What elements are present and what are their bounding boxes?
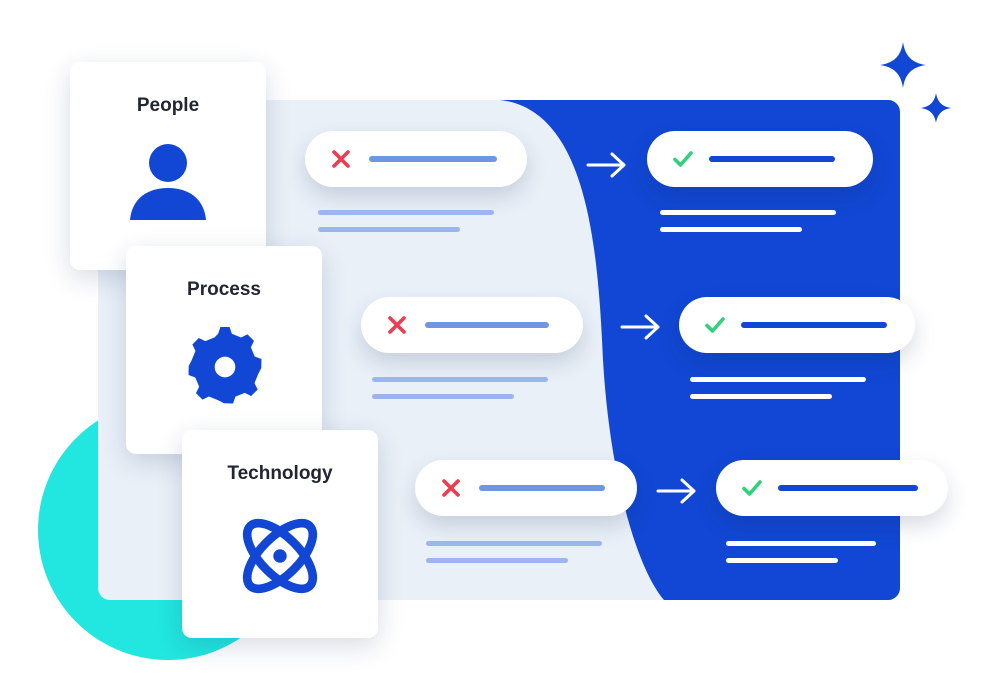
after-pill	[716, 460, 948, 516]
card-process: Process	[126, 246, 322, 454]
before-pill	[305, 131, 527, 187]
placeholder-line	[660, 227, 802, 232]
placeholder-line	[690, 377, 866, 382]
before-pill	[361, 297, 583, 353]
placeholder-bar	[709, 156, 835, 162]
placeholder-line	[318, 227, 460, 232]
placeholder-bar	[778, 485, 918, 491]
gear-icon	[188, 327, 262, 404]
arrow-right-icon	[656, 478, 696, 504]
placeholder-line	[426, 558, 568, 563]
check-icon	[673, 151, 693, 167]
placeholder-line	[726, 541, 876, 546]
card-title: Technology	[227, 463, 333, 484]
sparkle-icon	[880, 42, 926, 88]
placeholder-bar	[425, 322, 549, 328]
atom-icon	[242, 518, 318, 594]
before-pill	[415, 460, 637, 516]
arrow-right-icon	[620, 314, 660, 340]
check-icon	[705, 317, 725, 333]
placeholder-bar	[369, 156, 497, 162]
card-title: People	[136, 95, 200, 116]
check-icon	[742, 480, 762, 496]
card-people: People	[70, 62, 266, 270]
person-icon	[130, 144, 206, 220]
placeholder-bar	[479, 485, 605, 491]
placeholder-line	[726, 558, 838, 563]
placeholder-line	[660, 210, 836, 215]
placeholder-line	[372, 394, 514, 399]
x-icon	[388, 316, 406, 334]
after-pill	[647, 131, 873, 187]
placeholder-line	[690, 394, 832, 399]
placeholder-bar	[741, 322, 887, 328]
placeholder-line	[426, 541, 602, 546]
card-technology: Technology	[182, 430, 378, 638]
placeholder-line	[372, 377, 548, 382]
placeholder-line	[318, 210, 494, 215]
sparkle-icon	[921, 93, 951, 123]
x-icon	[332, 150, 350, 168]
card-title: Process	[187, 279, 261, 300]
arrow-right-icon	[586, 152, 626, 178]
x-icon	[442, 479, 460, 497]
after-pill	[679, 297, 915, 353]
